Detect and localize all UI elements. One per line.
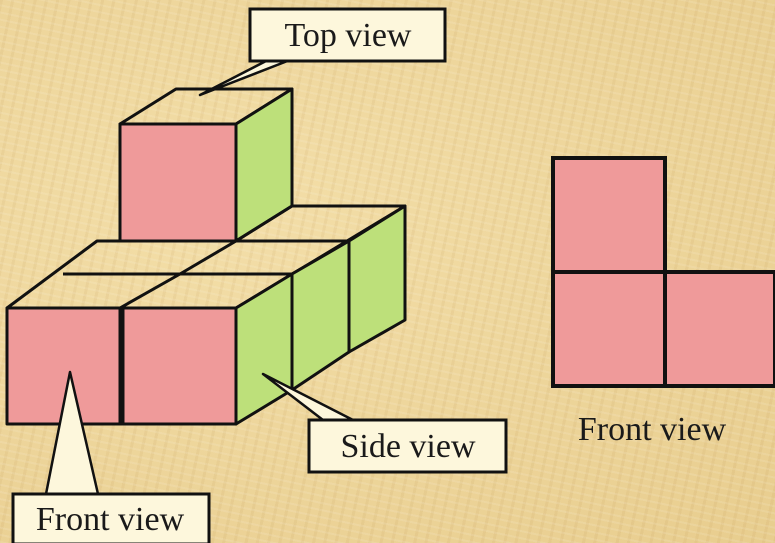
lower-side-face: [234, 272, 294, 426]
top-grid-line: [179, 239, 237, 276]
upper-cube-front-face: [118, 122, 238, 243]
projection-square-top: [551, 156, 667, 274]
front-view-caption: Front view: [578, 411, 727, 448]
top-view-label-box: [248, 7, 447, 63]
top-view-callout: Top view: [198, 7, 447, 97]
side-view-label: Side view: [340, 428, 475, 465]
cube-assembly: [5, 87, 407, 426]
side-view-label-box: [307, 418, 508, 474]
front-view-label-box: [11, 492, 211, 543]
projection-square-bottom-right: [663, 270, 775, 388]
top-grid-line: [119, 272, 181, 310]
lower-front-face-right: [118, 306, 238, 426]
front-view-projection: [551, 156, 775, 388]
lower-side-face: [347, 204, 407, 354]
top-view-label: Top view: [285, 17, 412, 54]
upper-cube-side-face: [234, 87, 294, 243]
front-view-callout-label: Front view: [36, 501, 185, 538]
projection-square-bottom-left: [551, 270, 667, 388]
front-view-callout: Front view: [11, 370, 211, 543]
side-view-callout: Side view: [261, 372, 508, 474]
lower-side-face: [290, 239, 351, 392]
